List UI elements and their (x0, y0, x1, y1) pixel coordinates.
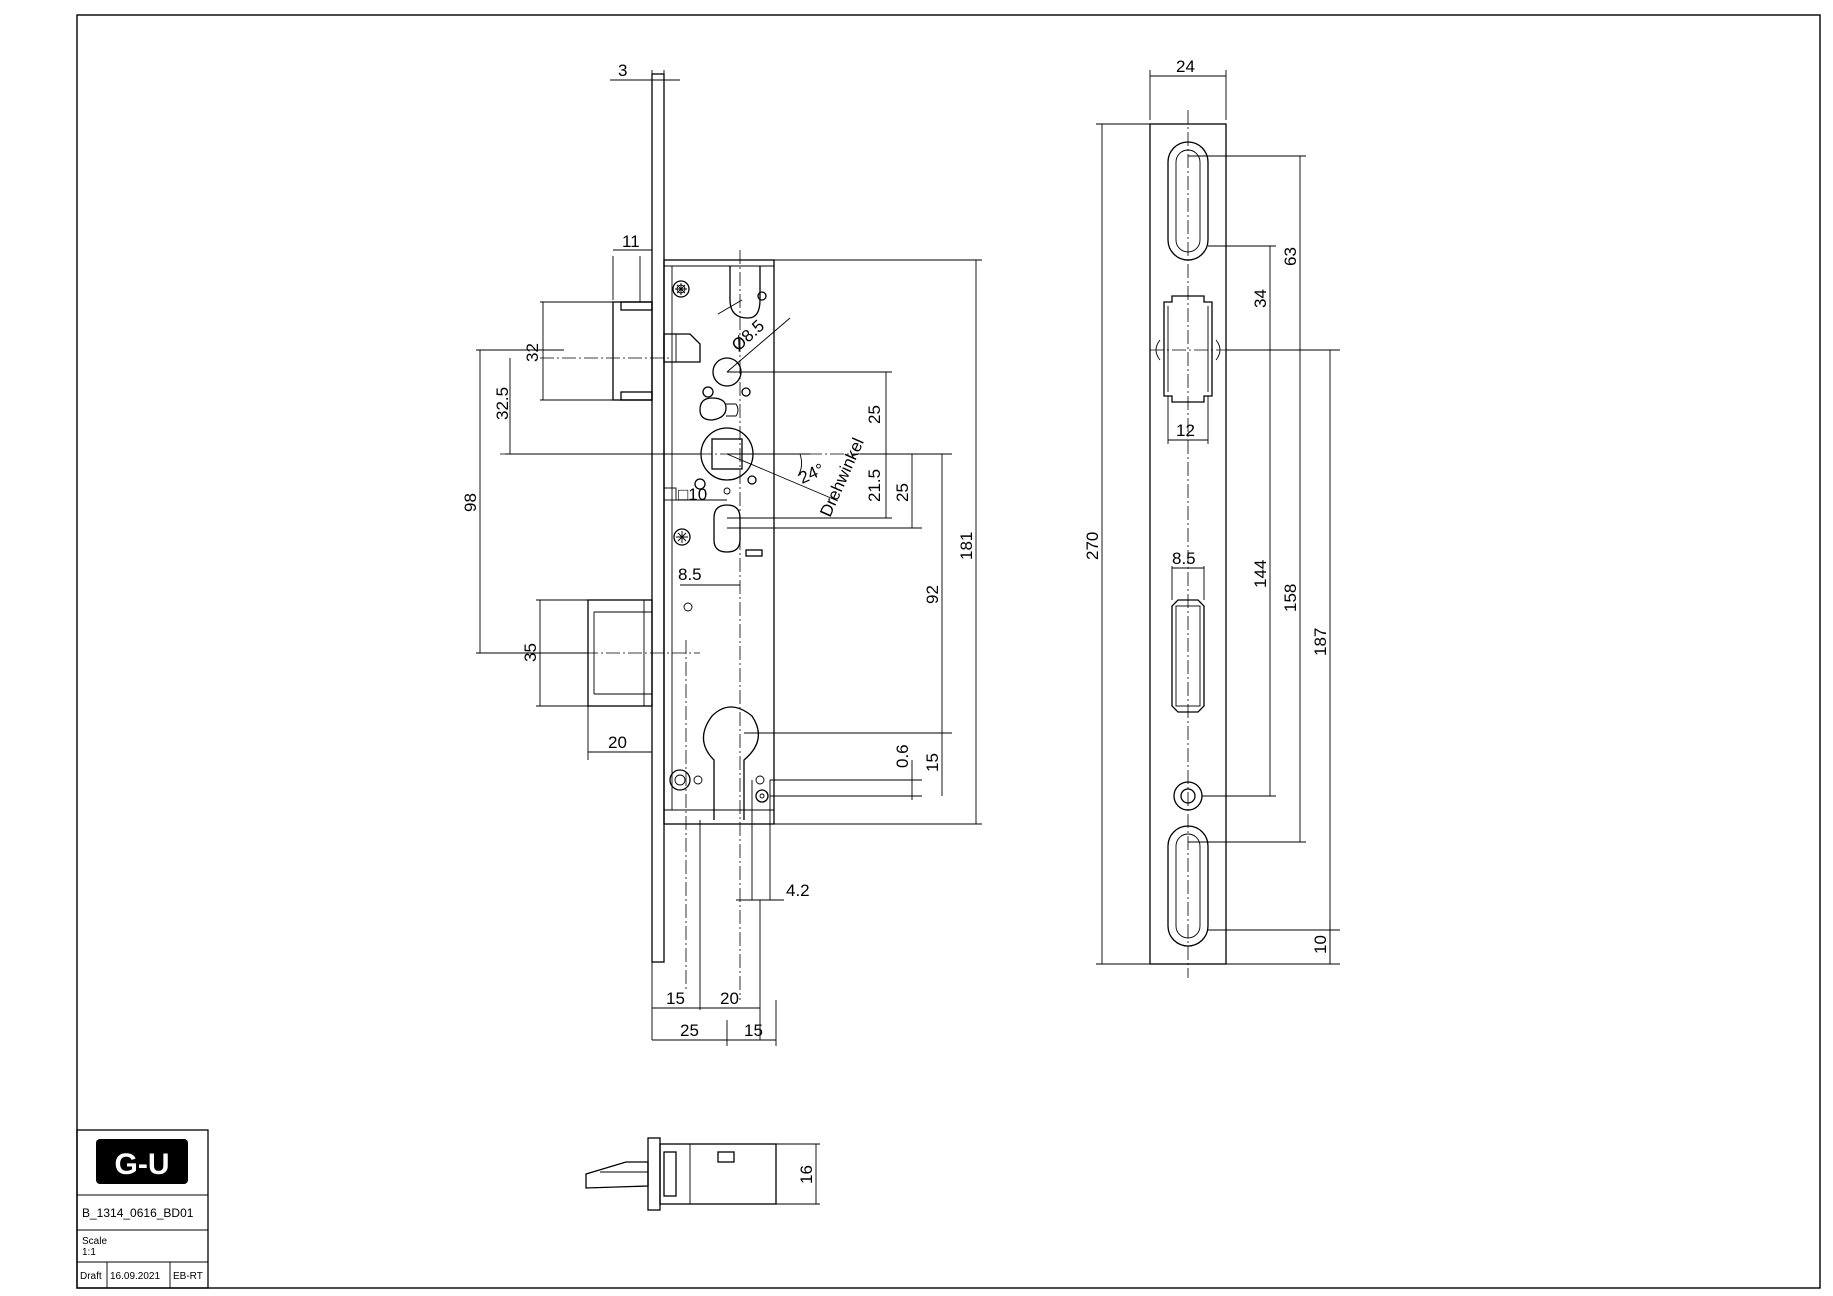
dim-center-to-bottom: 187 (1311, 628, 1330, 656)
faceplate-side (651, 73, 665, 963)
front-view-dimensions: 3 11 32 32.5 98 35 20 Ø8.5 25 (461, 61, 982, 1046)
dim-center-to-screw: 144 (1251, 560, 1270, 588)
dim-slot-to-center: 63 (1281, 247, 1300, 266)
lock-case (663, 259, 775, 825)
cylinder-cutout (702, 706, 760, 820)
drawing-number: B_1314_0616_BD01 (82, 1206, 194, 1220)
draft-author: EB-RT (173, 1271, 203, 1282)
dim-spindle-to-slot: 21.5 (865, 469, 884, 502)
dim-hole-diameter: Ø8.5 (728, 316, 768, 355)
draft-label: Draft (80, 1271, 102, 1282)
dim-latch-to-bolt: 98 (461, 493, 480, 512)
dim-cylinder-lower: 15 (923, 753, 942, 772)
dim-bottom-thickness: 16 (797, 1165, 816, 1184)
dim-latch-depth: 11 (622, 232, 640, 251)
dim-bolt-height: 35 (521, 643, 540, 662)
company-logo (96, 1139, 188, 1184)
dim-slot-width: 8.5 (678, 565, 702, 584)
dim-spindle-square: □10 (678, 485, 707, 504)
dim-latch-opening: 34 (1251, 289, 1270, 308)
dim-rotation-angle: 24° (796, 460, 827, 488)
scale-label: Scale (82, 1236, 107, 1247)
lock-front-view (500, 73, 860, 1000)
dim-latch-height: 32 (523, 343, 542, 362)
screw-top (672, 280, 690, 298)
title-block: G-U B_1314_0616_BD01 Scale 1:1 Draft 16.… (76, 1129, 209, 1289)
logo-text: G-U (115, 1148, 170, 1181)
draft-date: 16.09.2021 (110, 1271, 160, 1282)
drawing-frame (76, 14, 1821, 1289)
dim-case-height: 181 (957, 532, 976, 560)
dim-faceplate-width: 24 (1176, 57, 1195, 76)
scale-value: 1:1 (82, 1247, 96, 1258)
bolt-opening (1171, 599, 1205, 713)
dim-bolt-throw: 20 (608, 733, 627, 752)
lock-bottom-view: 16 (585, 1137, 820, 1211)
dim-faceplate-thickness: 3 (618, 61, 627, 80)
dim-spindle-to-cylinder: 92 (923, 585, 942, 604)
latch-bolt (612, 301, 653, 401)
dim-hole-to-spindle: 25 (865, 405, 884, 424)
faceplate-front-view (1149, 110, 1236, 978)
dim-backset: 25 (680, 1021, 699, 1040)
dim-bottom-20: 20 (720, 989, 739, 1008)
dim-latch-to-spindle: 32.5 (493, 387, 512, 420)
slot-bottom (1167, 825, 1209, 947)
dim-offset-small: 0.6 (893, 744, 912, 768)
slot-top (1167, 141, 1209, 261)
dim-pin-width: 4.2 (786, 881, 810, 900)
dim-bottom-15-left: 15 (666, 989, 685, 1008)
dim-faceplate-height: 270 (1083, 532, 1102, 560)
faceplate-dimensions: 24 270 63 34 12 8.5 144 158 (1083, 57, 1340, 965)
dim-bolt-width: 8.5 (1172, 549, 1196, 568)
screw-middle (673, 528, 691, 546)
dim-bottom-margin: 10 (1311, 935, 1330, 954)
dim-latch-width: 12 (1176, 421, 1195, 440)
dim-center-to-slot: 158 (1281, 584, 1300, 612)
latch-opening (1163, 295, 1213, 403)
dim-spindle-to-slot-2: 25 (893, 483, 912, 502)
dim-bottom-15-right: 15 (744, 1021, 763, 1040)
